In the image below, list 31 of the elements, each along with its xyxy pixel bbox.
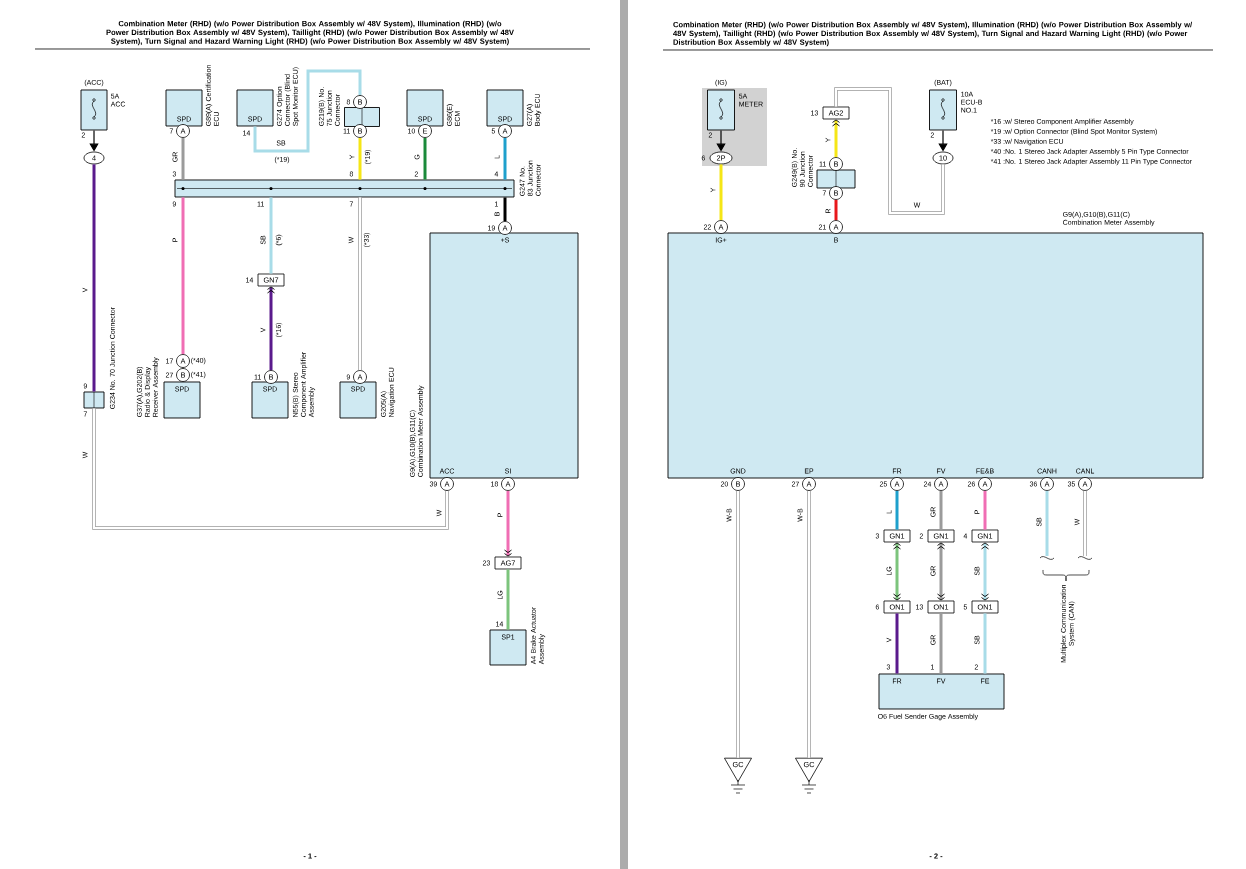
wire	[358, 137, 362, 180]
wire	[939, 490, 943, 530]
wire	[834, 199, 838, 221]
wire	[807, 490, 811, 758]
wire	[937, 542, 945, 601]
wire	[719, 164, 723, 221]
wire	[834, 87, 945, 215]
wire	[1083, 490, 1087, 556]
wire	[895, 613, 899, 674]
wire	[504, 490, 512, 557]
wire	[181, 137, 185, 180]
wire	[895, 490, 899, 530]
wire	[736, 490, 740, 758]
wire	[92, 408, 449, 530]
wire	[503, 197, 507, 222]
wire	[1045, 490, 1049, 556]
wire	[92, 164, 96, 392]
wire	[983, 490, 987, 530]
wire	[503, 137, 507, 180]
wire	[358, 197, 362, 371]
wire	[893, 542, 901, 601]
wire	[181, 197, 185, 355]
wire	[832, 119, 840, 158]
wire	[253, 69, 362, 153]
wire	[267, 286, 275, 371]
wire	[269, 197, 273, 274]
wire	[981, 542, 989, 601]
wire	[506, 569, 510, 630]
wire	[983, 613, 987, 674]
wire	[939, 613, 943, 674]
wire	[423, 137, 427, 180]
